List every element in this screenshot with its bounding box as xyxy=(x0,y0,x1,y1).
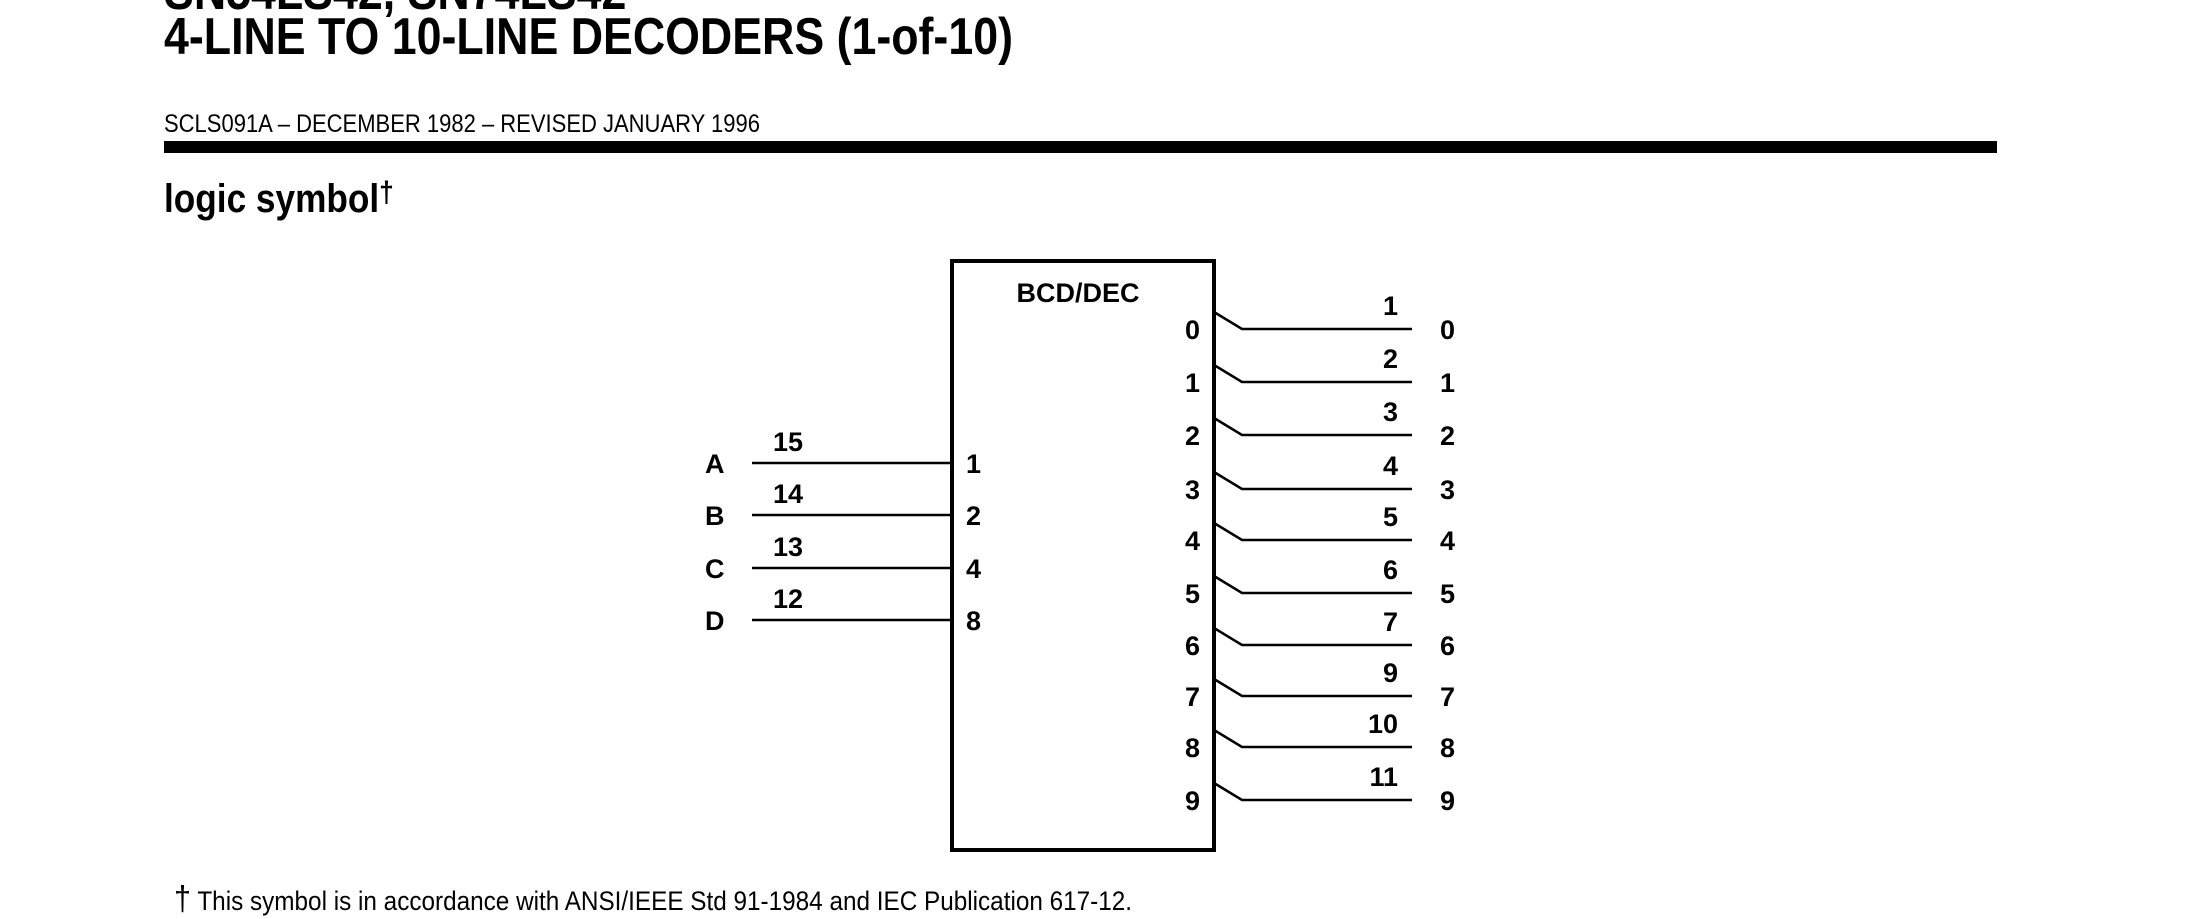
input-pin-number: 15 xyxy=(773,427,803,457)
output-line-active-low xyxy=(1213,470,1412,491)
output-index: 0 xyxy=(1185,315,1200,345)
output-line-active-low xyxy=(1213,728,1412,749)
output-pin-number: 6 xyxy=(1383,555,1398,585)
output-pin-number: 2 xyxy=(1383,344,1398,374)
output-index: 8 xyxy=(1185,733,1200,763)
output-name: 7 xyxy=(1440,682,1455,712)
output-index: 9 xyxy=(1185,786,1200,816)
output-name: 1 xyxy=(1440,368,1455,398)
input-weight: 2 xyxy=(966,501,981,531)
output-index: 4 xyxy=(1185,526,1200,556)
decoder-block xyxy=(950,259,1216,852)
output-pin-number: 4 xyxy=(1383,451,1398,481)
output-index: 6 xyxy=(1185,631,1200,661)
output-index: 1 xyxy=(1185,368,1200,398)
output-index: 3 xyxy=(1185,475,1200,505)
output-pin-number: 3 xyxy=(1383,397,1398,427)
input-name: D xyxy=(705,606,725,636)
input-weight: 8 xyxy=(966,606,981,636)
section-heading: logic symbol† xyxy=(164,176,394,222)
output-line-active-low xyxy=(1213,521,1412,542)
input-name: A xyxy=(705,449,725,479)
part-numbers: SN54LS42, SN74LS42 xyxy=(164,0,626,22)
output-name: 0 xyxy=(1440,315,1455,345)
output-name: 6 xyxy=(1440,631,1455,661)
output-pin-number: 1 xyxy=(1383,291,1398,321)
output-index: 7 xyxy=(1185,682,1200,712)
output-name: 5 xyxy=(1440,579,1455,609)
output-line-active-low xyxy=(1213,781,1412,802)
output-line-active-low xyxy=(1213,574,1412,595)
dagger-mark: † xyxy=(379,176,394,209)
output-name: 4 xyxy=(1440,526,1455,556)
input-pin-number: 12 xyxy=(773,584,803,614)
footnote-text: This symbol is in accordance with ANSI/I… xyxy=(197,886,1133,916)
output-line-active-low xyxy=(1213,626,1412,647)
input-pin-number: 14 xyxy=(773,479,803,509)
output-line-active-low xyxy=(1213,310,1412,331)
input-weight: 1 xyxy=(966,449,981,479)
input-name: B xyxy=(705,501,725,531)
output-line-active-low xyxy=(1213,677,1412,698)
output-index: 5 xyxy=(1185,579,1200,609)
output-name: 9 xyxy=(1440,786,1455,816)
output-pin-number: 11 xyxy=(1369,762,1398,792)
output-index: 2 xyxy=(1185,421,1200,451)
output-line-active-low xyxy=(1213,416,1412,437)
output-name: 8 xyxy=(1440,733,1455,763)
output-line-active-low xyxy=(1213,363,1412,384)
output-pin-number: 9 xyxy=(1383,658,1398,688)
output-name: 2 xyxy=(1440,421,1455,451)
output-name: 3 xyxy=(1440,475,1455,505)
input-pin-number: 13 xyxy=(773,532,803,562)
output-pin-number: 10 xyxy=(1368,709,1398,739)
output-pin-number: 5 xyxy=(1383,502,1398,532)
document-id: SCLS091A – DECEMBER 1982 – REVISED JANUA… xyxy=(164,110,760,138)
output-pin-number: 7 xyxy=(1383,607,1398,637)
block-label: BCD/DEC xyxy=(1016,278,1139,308)
input-name: C xyxy=(705,554,725,584)
section-title: logic symbol xyxy=(164,177,380,221)
document-title: 4-LINE TO 10-LINE DECODERS (1-of-10) xyxy=(164,8,1013,66)
header-rule xyxy=(164,141,1997,153)
input-weight: 4 xyxy=(966,554,981,584)
footnote-dagger: † xyxy=(174,880,192,918)
